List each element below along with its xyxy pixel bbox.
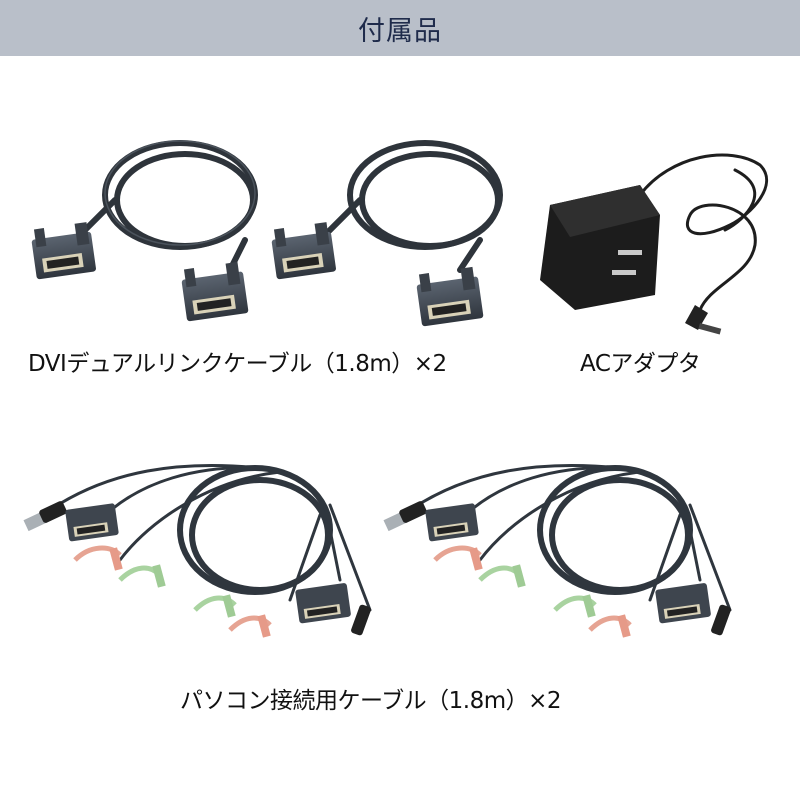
pc-cable-caption: パソコン接続用ケーブル（1.8m）×2 (180, 688, 562, 714)
ac-adapter-icon (540, 153, 768, 335)
ac-adapter-image (530, 145, 780, 345)
dvi-cable-caption: DVIデュアルリンクケーブル（1.8m）×2 (28, 351, 447, 377)
page-title: 付属品 (358, 15, 442, 47)
header-bar: 付属品 (0, 0, 800, 56)
dvi-cable-image (20, 130, 520, 340)
pc-cable-image (20, 450, 780, 675)
dvi-cable-icon (31, 140, 503, 327)
pc-cable-icon (23, 450, 780, 675)
ac-adapter-caption: ACアダプタ (580, 351, 701, 377)
